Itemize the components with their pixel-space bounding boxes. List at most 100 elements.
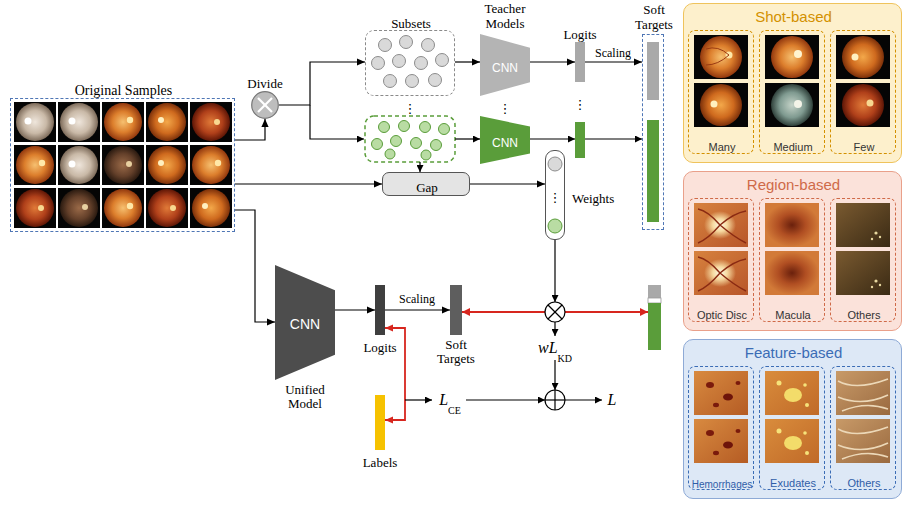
sum-symbol [554, 390, 555, 410]
divide-symbol [258, 98, 272, 112]
sample-dot [399, 121, 410, 132]
soft-target-bar [648, 298, 661, 303]
node-label: Medium [773, 141, 812, 153]
sample-dot [406, 75, 419, 88]
fundus-image [58, 102, 100, 142]
region-crop [694, 251, 748, 295]
text-holder: Optic Disc [697, 305, 747, 323]
fundus-image [765, 83, 819, 127]
node-label: Macula [775, 309, 810, 321]
weight-dot [548, 157, 562, 171]
node-label: Others [847, 309, 880, 321]
node-label: CNN [290, 317, 320, 332]
flow-arrow [565, 399, 602, 400]
fundus-image [190, 145, 232, 185]
flow-arrow [554, 240, 555, 302]
weight-dot [548, 219, 562, 233]
feature-crop [694, 419, 748, 463]
connector-line [470, 183, 545, 184]
node-label: Few [854, 141, 875, 153]
flow-arrow [554, 322, 555, 336]
text-holder: Logits [563, 25, 596, 43]
arrow-head [267, 318, 275, 325]
text-holder: L [439, 391, 448, 409]
arrow-head [374, 180, 382, 187]
connector [235, 180, 382, 187]
connector [235, 210, 275, 326]
multiply-symbol [548, 305, 562, 319]
node-label: Unified Model [275, 383, 335, 412]
fundus-image [190, 102, 232, 142]
text-holder: Feature-based [745, 344, 843, 362]
sample-dot [439, 124, 450, 135]
fundus-image [102, 188, 144, 228]
text-holder: ⋮ [549, 188, 562, 206]
text-holder: Hemorrhages [692, 474, 753, 492]
connector-line [235, 183, 382, 184]
flow-arrow [466, 399, 545, 400]
text-holder: Macula [775, 305, 810, 323]
connector-line [235, 119, 265, 140]
text-holder: Original Samples [75, 81, 173, 99]
node-label: Feature-based [745, 345, 843, 362]
fundus-image [694, 35, 748, 79]
logits-bar [575, 122, 585, 158]
sample-dot [415, 57, 428, 70]
feature-crop [765, 419, 819, 463]
node-label: Soft Targets [431, 338, 481, 367]
fundus-image [146, 145, 188, 185]
teacher-cnn: CNN [480, 116, 530, 164]
node-label: Original Samples [75, 83, 173, 98]
connector [470, 180, 545, 187]
node-label: Hemorrhages [692, 479, 753, 490]
flow-arrow [455, 138, 480, 139]
sample-dot [420, 122, 431, 133]
node-label: Others [847, 477, 880, 489]
teacher-cnn: Teacher ModelsCNN [480, 34, 530, 96]
text-holder: Gap [416, 178, 438, 196]
node-label: Weights [572, 192, 614, 206]
flow-arrow [530, 138, 575, 139]
node-label: Region-based [747, 177, 840, 194]
soft-target-bar [648, 285, 661, 298]
sample-dot [436, 54, 449, 67]
text-holder: Others [847, 473, 880, 491]
soft-target-bar [647, 42, 659, 100]
math-label: L [608, 391, 617, 409]
node-label: Subsets [391, 17, 431, 31]
text-holder: Soft Targets [431, 338, 481, 367]
divide-symbol [251, 91, 279, 119]
connector [385, 324, 405, 423]
edge-label: Scaling [594, 47, 632, 60]
node-label: CNN [492, 137, 518, 150]
ellipsis-mark: ⋮ [404, 102, 417, 116]
text-holder: Many [709, 137, 736, 155]
sample-dot [422, 39, 435, 52]
text-holder: Scaling [398, 289, 436, 307]
node-label: Logits [363, 341, 396, 355]
region-crop [765, 251, 819, 295]
text-holder: CNN [492, 133, 518, 151]
text-holder: Region-based [747, 176, 840, 194]
node-label: CNN [492, 62, 518, 75]
text-holder: Soft Targets [631, 3, 677, 32]
math-label: wL [538, 339, 558, 357]
region-crop [765, 203, 819, 247]
connector-line [585, 61, 642, 62]
arrow-head [472, 58, 480, 65]
text-holder: ⋮ [499, 99, 512, 117]
text-holder: Weights [572, 189, 614, 207]
arrow-head [442, 306, 450, 313]
text-holder: Divide [247, 74, 282, 92]
node-label: Optic Disc [697, 309, 747, 321]
sample-dot [391, 136, 402, 147]
fundus-image [694, 83, 748, 127]
subscript-label: CE [448, 405, 461, 416]
text-holder: Shot-based [755, 8, 832, 26]
sample-dot [372, 139, 383, 150]
sample-dots [372, 36, 449, 88]
soft-target-bar: Soft Targets [450, 285, 462, 335]
edge-label: Scaling [398, 293, 436, 306]
logits-bar: Logits [375, 285, 385, 335]
text-holder: ⋮ [574, 95, 587, 113]
